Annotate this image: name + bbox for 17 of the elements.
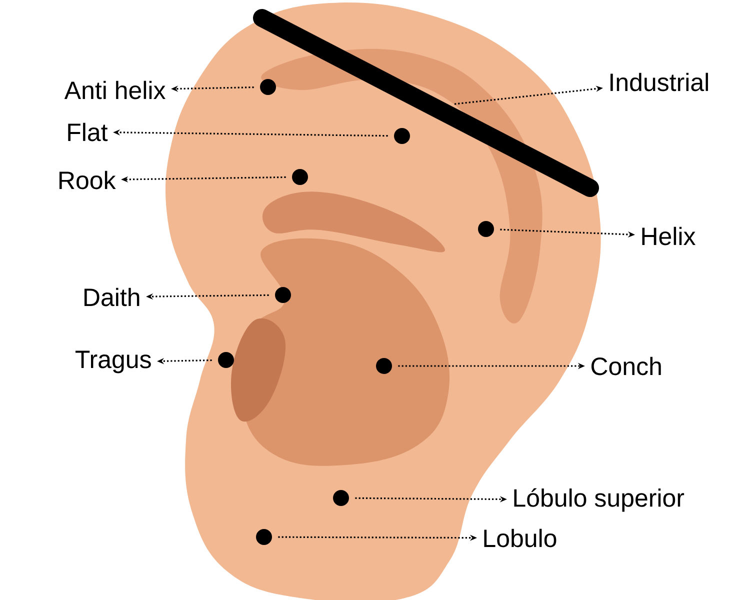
piercing-label: Conch — [591, 356, 661, 376]
piercing-label: Daith — [84, 288, 140, 306]
piercing-label: Industrial — [610, 72, 708, 92]
industrial-bar — [253, 9, 599, 197]
piercing-label: Anti helix — [64, 80, 166, 100]
piercing-label: Lóbulo superior — [514, 488, 684, 512]
piercing-dot — [333, 490, 349, 506]
piercing-label: Rook — [60, 170, 116, 190]
piercing-dot — [218, 352, 234, 368]
piercing-dot — [256, 529, 272, 545]
piercing-dot — [275, 287, 291, 303]
piercing-dot — [478, 221, 494, 237]
piercing-label: Tragus — [75, 350, 151, 374]
piercing-label: Lobulo — [484, 528, 556, 548]
piercing-dot — [376, 358, 392, 374]
piercing-label: Helix — [642, 226, 696, 246]
piercing-label: Flat — [68, 122, 108, 142]
